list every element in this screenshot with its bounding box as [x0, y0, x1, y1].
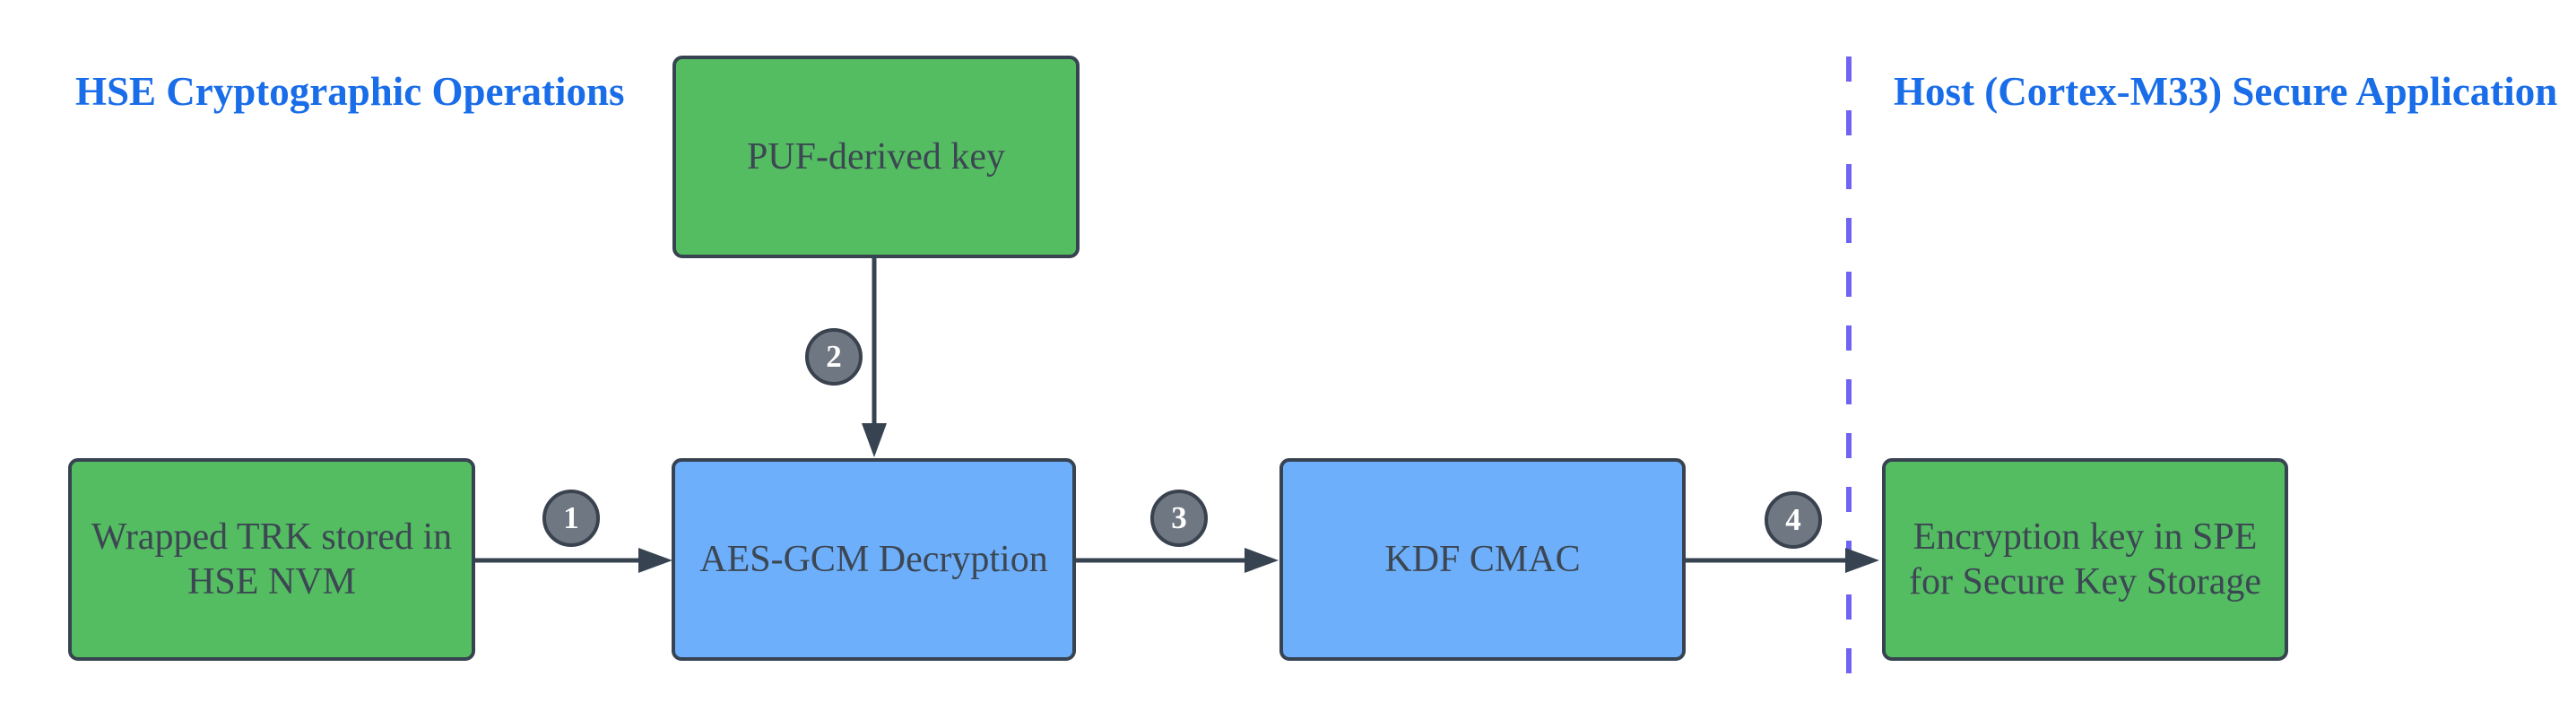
edge-badge-2: 2	[805, 328, 863, 386]
arrow-edge-3	[1076, 548, 1279, 573]
node-puf-derived-key: PUF-derived key	[672, 56, 1080, 258]
arrowhead-icon	[638, 548, 672, 573]
arrowhead-icon	[862, 423, 887, 457]
arrow-edge-2	[862, 258, 887, 457]
region-title-host: Host (Cortex-M33) Secure Application	[1894, 69, 2558, 114]
region-title-hse: HSE Cryptographic Operations	[75, 69, 625, 114]
edge-badge-3: 3	[1150, 490, 1208, 547]
edge-badge-4: 4	[1765, 491, 1822, 549]
node-encryption-key-spe: Encryption key in SPE for Secure Key Sto…	[1882, 458, 2288, 661]
arrowhead-icon	[1845, 548, 1879, 573]
arrowhead-icon	[1245, 548, 1279, 573]
node-aes-gcm-decryption: AES-GCM Decryption	[672, 458, 1076, 661]
edge-badge-1: 1	[542, 490, 600, 547]
arrow-edge-4	[1686, 548, 1879, 573]
node-wrapped-trk: Wrapped TRK stored in HSE NVM	[68, 458, 475, 661]
arrow-edge-1	[475, 548, 672, 573]
node-kdf-cmac: KDF CMAC	[1279, 458, 1686, 661]
